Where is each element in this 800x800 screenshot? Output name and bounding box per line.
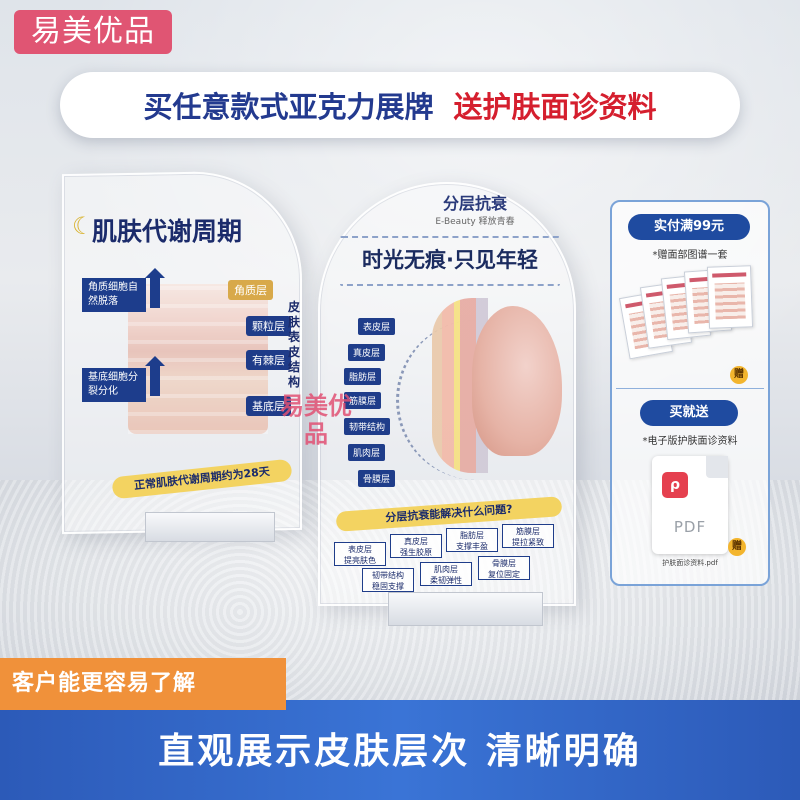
solutions-grid: 表皮层提亮肤色 真皮层强生胶原 脂肪层支撑丰盈 筋膜层提拉紧致 韧带结构稳固支撑… <box>334 524 570 592</box>
face-chart-docs <box>618 265 758 374</box>
face-tag: 韧带结构 <box>344 418 391 435</box>
customer-tag: 客户能更容易了解 <box>0 658 286 710</box>
layer-tag-stratum-corneum: 角质层 <box>228 280 273 300</box>
brand-main: 分层抗衰 <box>442 194 507 213</box>
solution-cell: 真皮层强生胶原 <box>390 534 442 558</box>
face-tag: 真皮层 <box>348 344 386 361</box>
solution-cell: 表皮层提亮肤色 <box>334 542 386 566</box>
tag-keratin-shed: 角质细胞自然脱落 <box>82 278 146 312</box>
layer-tag-basal: 基底层 <box>246 396 291 416</box>
file-fold <box>706 456 728 478</box>
promo-divider <box>616 388 764 389</box>
title-dashed-frame <box>340 236 560 286</box>
right-board-brand: 分层抗衰 E-Beauty 释放青春 <box>420 190 530 227</box>
pdf-label: PDF <box>673 518 707 536</box>
solution-cell: 韧带结构稳固支撑 <box>362 568 414 592</box>
watermark: 易美优品 <box>280 392 352 448</box>
face-tag: 表皮层 <box>358 318 396 335</box>
brand-sub: E-Beauty 释放青春 <box>435 217 515 227</box>
solution-cell: 骨膜层复位固定 <box>478 556 530 580</box>
bottom-bar <box>0 700 800 800</box>
dotted-arc <box>396 320 476 480</box>
face-tag: 肌肉层 <box>348 444 386 461</box>
promo-bonus-badge: 买就送 <box>640 400 738 426</box>
left-board-title-text: 肌肤代谢周期 <box>92 217 243 246</box>
promo-bonus-desc: *电子版护肤面诊资料 <box>642 436 738 447</box>
layer-tag-granular: 颗粒层 <box>246 316 291 336</box>
solution-cell: 筋膜层提拉紧致 <box>502 524 554 548</box>
gift-badge: 赠 <box>730 366 748 384</box>
promo-threshold-badge: 实付满99元 <box>628 214 750 240</box>
arrow-up-icon <box>145 268 165 308</box>
banner-left-text: 买任意款式亚克力展牌 <box>143 90 434 124</box>
solution-cell: 脂肪层支撑丰盈 <box>446 528 498 552</box>
face-tag: 筋膜层 <box>344 392 382 409</box>
bottom-headline: 直观展示皮肤层次 清晰明确 <box>158 731 642 772</box>
board-stand-left <box>145 512 275 542</box>
right-board-title: 时光无痕·只见年轻 <box>362 248 538 272</box>
pdf-file-icon: ρ PDF <box>652 456 728 554</box>
arrow-up-icon <box>145 356 165 396</box>
pdf-caption: 护肤面诊资料.pdf <box>662 559 718 567</box>
banner-right-text: 送护肤面诊资料 <box>453 90 657 124</box>
document-icon <box>706 265 754 329</box>
face-tag: 骨膜层 <box>358 470 396 487</box>
moon-icon: ☾ <box>72 212 94 240</box>
left-board-title: ☾ 肌肤代谢周期 <box>72 212 243 248</box>
promo-gift-desc: *赠面部图谱一套 <box>652 250 728 261</box>
vertical-caption: 皮肤表皮结构 <box>288 300 301 389</box>
tag-basal-divide: 基底细胞分裂分化 <box>82 368 146 402</box>
promo-banner: 买任意款式亚克力展牌 送护肤面诊资料 <box>60 72 740 138</box>
layer-tag-spinous: 有棘层 <box>246 350 291 370</box>
solution-cell: 肌肉层柔韧弹性 <box>420 562 472 586</box>
pdf-logo-icon: ρ <box>662 472 688 498</box>
face-head <box>472 306 562 456</box>
brand-logo: 易美优品 <box>14 10 172 54</box>
face-illustration <box>432 298 572 478</box>
face-tag: 脂肪层 <box>344 368 382 385</box>
board-stand-right <box>388 592 543 626</box>
gift-badge: 赠 <box>728 538 746 556</box>
